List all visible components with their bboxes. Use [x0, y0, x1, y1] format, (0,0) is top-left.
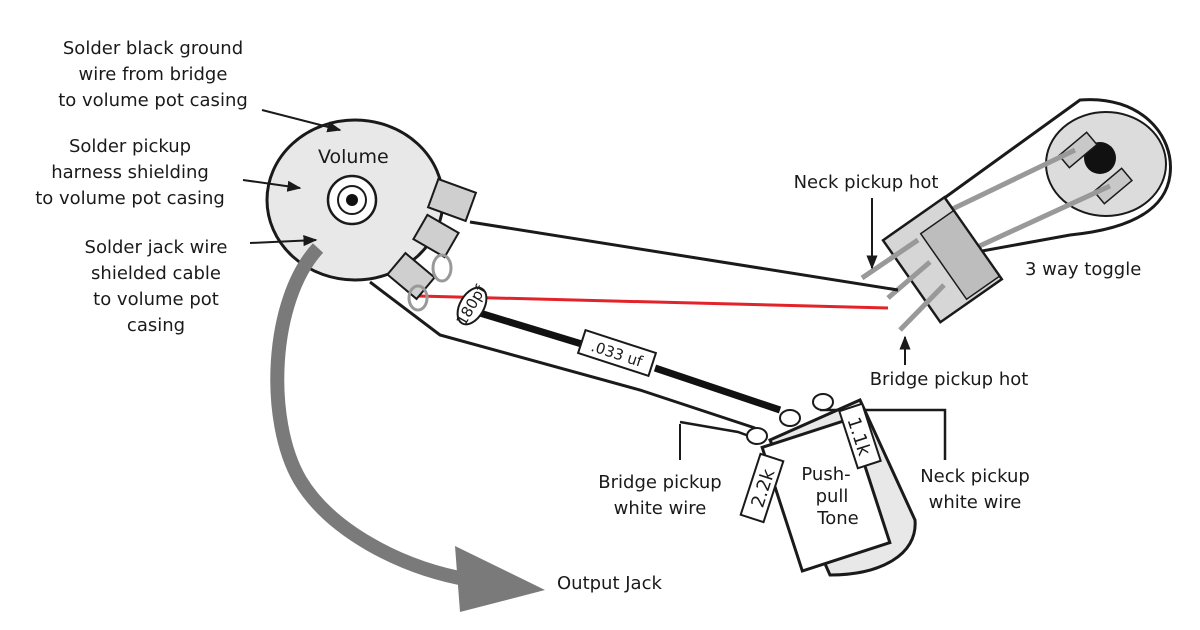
callout-arrows: [242, 109, 911, 365]
wire-cap-lead-a: [468, 306, 587, 349]
svg-text:white wire: white wire: [929, 492, 1022, 513]
svg-text:to volume pot: to volume pot: [93, 289, 219, 310]
volume-label: Volume: [318, 146, 389, 168]
note-neck-hot: Neck pickup hot: [794, 172, 939, 193]
svg-text:wire from bridge: wire from bridge: [79, 64, 228, 85]
toggle-lug-neck: [860, 237, 920, 281]
note-bridge-hot: Bridge pickup hot: [870, 369, 1029, 390]
wire-cap-lead-b: [653, 364, 782, 414]
note-bridge-white: Bridge pickup white wire: [598, 424, 722, 519]
note-jack: Solder jack wire shielded cable to volum…: [85, 237, 228, 336]
tone-lug-1: [746, 427, 768, 445]
toggle-lug-top: [1058, 131, 1098, 169]
svg-text:to volume pot casing: to volume pot casing: [58, 90, 248, 111]
note-shielding: Solder pickup harness shielding to volum…: [35, 136, 225, 209]
wires: [369, 220, 947, 460]
tone-lug-3: [812, 393, 834, 411]
svg-text:white wire: white wire: [614, 498, 707, 519]
output-jack-label: Output Jack: [557, 573, 662, 594]
tone-lug-2: [779, 409, 801, 427]
toggle-label: 3 way toggle: [1025, 259, 1141, 280]
capacitor-033uf: .033 uf: [576, 328, 658, 378]
wire-volume-to-tone: [369, 280, 756, 430]
toggle-switch: [860, 98, 1172, 332]
note-neck-white: Neck pickup white wire: [920, 466, 1030, 513]
output-jack-arrow: [270, 243, 545, 612]
svg-text:to volume pot casing: to volume pot casing: [35, 188, 225, 209]
toggle-lug-bottom: [1093, 167, 1133, 205]
volume-lug-1: [426, 177, 478, 223]
tone-label-1: Push-: [801, 464, 850, 485]
wire-volume-to-toggle: [469, 220, 899, 292]
tone-pot: Push- pull Tone 2.2k 1.1k: [739, 393, 917, 577]
svg-text:Neck pickup: Neck pickup: [920, 466, 1030, 487]
svg-text:Solder jack wire: Solder jack wire: [85, 237, 228, 258]
svg-text:Bridge pickup: Bridge pickup: [598, 472, 721, 493]
toggle-lug-mid: [886, 260, 932, 300]
capacitor-180pf: 180pf: [452, 282, 490, 329]
svg-text:Solder pickup: Solder pickup: [69, 136, 191, 157]
svg-text:casing: casing: [127, 315, 185, 336]
svg-text:Solder black ground: Solder black ground: [63, 38, 243, 59]
wire-red-hot: [417, 294, 889, 310]
note-ground: Solder black ground wire from bridge to …: [58, 38, 248, 111]
volume-shaft-center: [346, 194, 358, 206]
tone-label-2: pull: [816, 486, 849, 507]
volume-lug-2: [412, 213, 460, 259]
svg-text:shielded cable: shielded cable: [91, 263, 221, 284]
toggle-shaft: [1084, 142, 1116, 174]
svg-text:harness shielding: harness shielding: [51, 162, 209, 183]
tone-label-3: Tone: [816, 508, 858, 529]
toggle-lug-bridge: [898, 283, 946, 332]
